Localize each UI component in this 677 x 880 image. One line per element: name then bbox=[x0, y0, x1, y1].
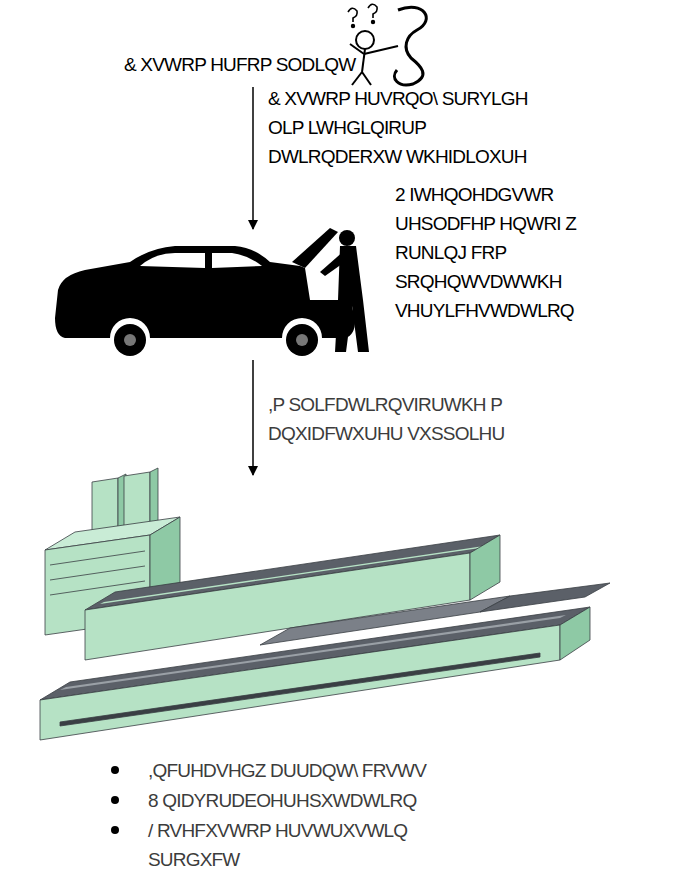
edge-label: ,P SOLFDWLRQVIRUWKH P DQXIDFWXUHU VXSSOL… bbox=[268, 390, 530, 448]
node-text: & XVWRP HUFRP SODLQW bbox=[124, 50, 355, 79]
illustrated-node: ,QFUHDVHGZ DUUDQW\ FRVWV8 QIDYRUDEOHUHSX… bbox=[30, 478, 630, 876]
bullet-item: 8 QIDYRUDEOHUHSXWDWLRQ bbox=[148, 786, 416, 815]
customer-figure bbox=[348, 4, 426, 85]
flow-arrow bbox=[252, 360, 254, 475]
illustrated-node: & XVWRP HUFRP SODLQW bbox=[118, 44, 353, 84]
bullet-item: ,QFUHDVHGZ DUUDQW\ FRVWV bbox=[148, 756, 426, 785]
flow-arrow bbox=[252, 87, 254, 229]
car-figure bbox=[55, 228, 369, 356]
factory-figure bbox=[40, 468, 610, 740]
bullet-item: / RVHFXVWRP HUVWUXVWLQ SURGXFW bbox=[148, 816, 423, 874]
node-text: 2 IWHQOHDGVWR UHSODFHP HQWRI Z RUNLQJ FR… bbox=[395, 180, 650, 325]
edge-label: & XVWRP HUVRQO\ SURYLGH OLP LWHGLQIRUP D… bbox=[268, 84, 540, 171]
illustrated-node: 2 IWHQOHDGVWR UHSODFHP HQWRI Z RUNLQJ FR… bbox=[50, 232, 380, 357]
